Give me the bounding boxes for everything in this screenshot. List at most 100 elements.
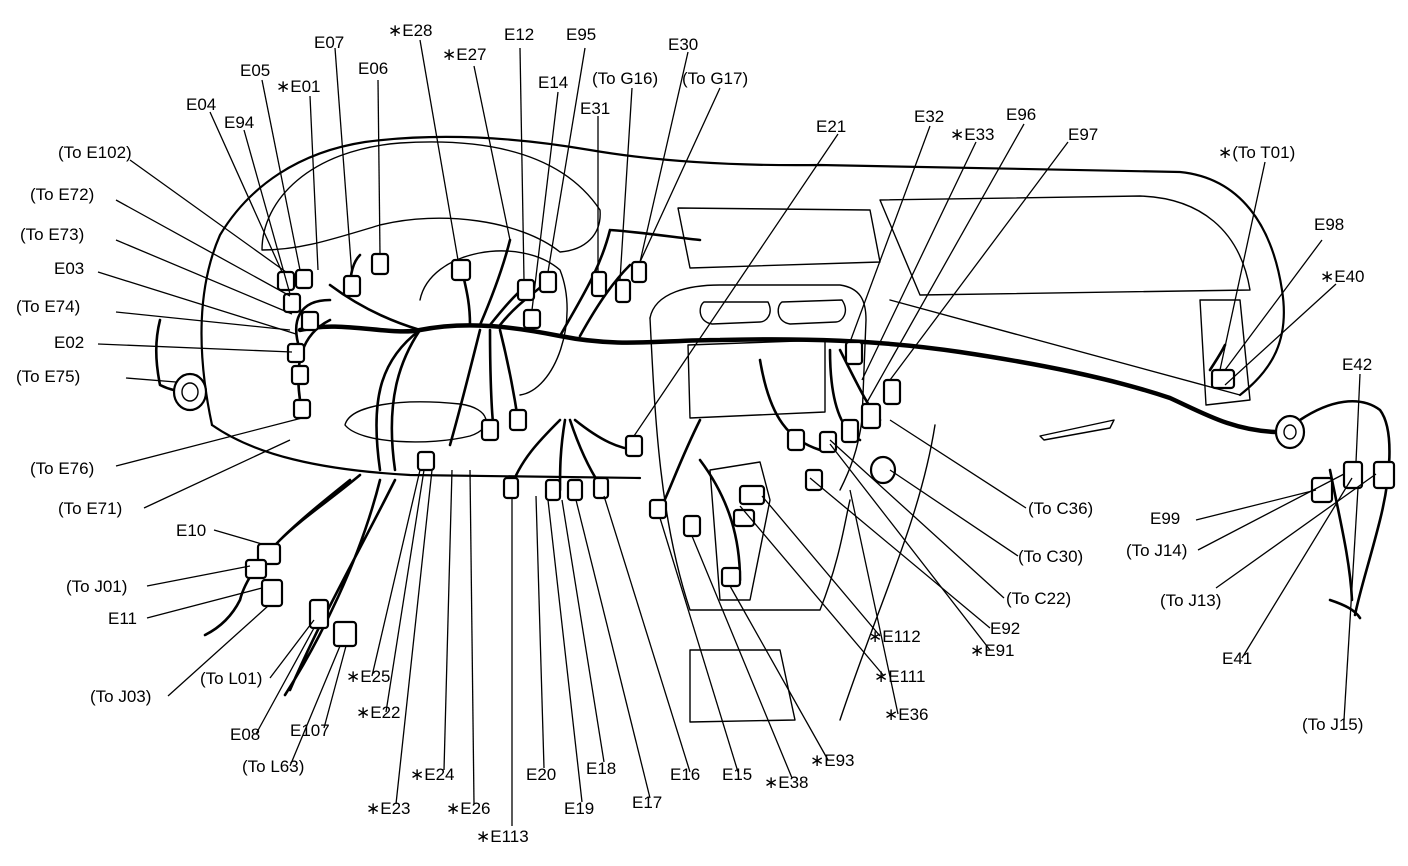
vent-left (699, 301, 771, 325)
label-ToC22: (To C22) (1006, 589, 1072, 608)
connector (286, 342, 306, 364)
connector (786, 428, 806, 452)
label-ToE71: (To E71) (58, 499, 123, 518)
label-E12: E12 (504, 25, 535, 44)
label-E16: E16 (670, 765, 701, 784)
connector (592, 476, 610, 500)
label-E97: E97 (1068, 125, 1099, 144)
connector (1372, 460, 1396, 490)
label-ToL63: (To L63) (242, 757, 305, 776)
label-ToE76: (To E76) (30, 459, 95, 478)
label-ToJ15: (To J15) (1302, 715, 1364, 734)
console-tray (689, 649, 796, 723)
label-E32: E32 (914, 107, 945, 126)
label-E41: E41 (1222, 649, 1253, 668)
label-E42: E42 (1342, 355, 1373, 374)
label-E26: ∗E26 (446, 799, 491, 818)
left-lower-branches (203, 473, 397, 697)
cluster-dial (419, 250, 568, 396)
label-ToL01: (To L01) (200, 669, 263, 688)
label-ToJ03: (To J03) (90, 687, 152, 706)
label-E92: E92 (990, 619, 1021, 638)
vent-passenger (677, 207, 881, 269)
connector (566, 478, 584, 502)
connector (516, 278, 536, 302)
label-E94: E94 (224, 113, 255, 132)
right-branches (1208, 343, 1391, 620)
label-ToC30: (To C30) (1018, 547, 1084, 566)
connector (290, 364, 310, 386)
label-ToJ01: (To J01) (66, 577, 128, 596)
label-E04: E04 (186, 95, 217, 114)
label-ToG16: (To G16) (592, 69, 659, 88)
label-E96: E96 (1006, 105, 1037, 124)
connector (300, 310, 320, 332)
label-ToE74: (To E74) (16, 297, 81, 316)
connector (308, 598, 330, 630)
label-E05: E05 (240, 61, 271, 80)
connector (508, 408, 528, 432)
grommet-right (1274, 414, 1306, 450)
label-E06: E06 (358, 59, 389, 78)
label-E02: E02 (54, 333, 85, 352)
connector (282, 292, 302, 314)
label-E28: ∗E28 (388, 21, 433, 40)
connector (624, 434, 644, 458)
connector (882, 378, 902, 406)
connectors (244, 252, 1396, 648)
lower-dash-right (839, 424, 936, 721)
grommet-center (869, 455, 897, 485)
label-ToT01: ∗(To T01) (1218, 143, 1296, 162)
label-E19: E19 (564, 799, 595, 818)
label-ToE73: (To E73) (20, 225, 85, 244)
grommet-left (172, 372, 208, 412)
shifter-base (709, 461, 771, 601)
connector (480, 418, 500, 442)
glovebox-handle (1039, 419, 1115, 441)
label-E111: ∗E111 (874, 667, 926, 686)
center-stack (649, 284, 867, 491)
label-E93: ∗E93 (810, 751, 855, 770)
label-E31: E31 (580, 99, 611, 118)
label-E36: ∗E36 (884, 705, 929, 724)
connector (614, 278, 632, 304)
leader-lines (97, 39, 1377, 826)
connector (1342, 460, 1364, 490)
connector (682, 514, 702, 538)
center-display (687, 339, 826, 419)
connector (844, 340, 864, 366)
connector (590, 270, 608, 298)
connector (332, 620, 358, 648)
connector (370, 252, 390, 276)
label-E03: E03 (54, 259, 85, 278)
main-harness-trunk (297, 323, 1278, 435)
left-branches (295, 253, 422, 472)
label-E91: ∗E91 (970, 641, 1015, 660)
connector (720, 566, 742, 588)
label-E17: E17 (632, 793, 663, 812)
connector (342, 274, 362, 298)
connector (522, 308, 542, 330)
connector (860, 402, 882, 430)
label-ToJ14: (To J14) (1126, 541, 1188, 560)
grommet-right-inner (1283, 424, 1297, 440)
connector (244, 558, 268, 580)
label-E113: ∗E113 (476, 827, 529, 846)
steering-column (344, 401, 487, 443)
label-E30: E30 (668, 35, 699, 54)
connector (630, 260, 648, 284)
label-E18: E18 (586, 759, 617, 778)
label-E20: E20 (526, 765, 557, 784)
label-E107: E107 (290, 721, 330, 740)
connector (292, 398, 312, 420)
label-E01: ∗E01 (276, 77, 321, 96)
label-E98: E98 (1314, 215, 1345, 234)
label-ToE75: (To E75) (16, 367, 81, 386)
label-E14: E14 (538, 73, 569, 92)
connector (738, 484, 766, 506)
vent-right (777, 299, 846, 325)
connector (1210, 368, 1236, 390)
label-E07: E07 (314, 33, 345, 52)
label-ToE72: (To E72) (30, 185, 95, 204)
